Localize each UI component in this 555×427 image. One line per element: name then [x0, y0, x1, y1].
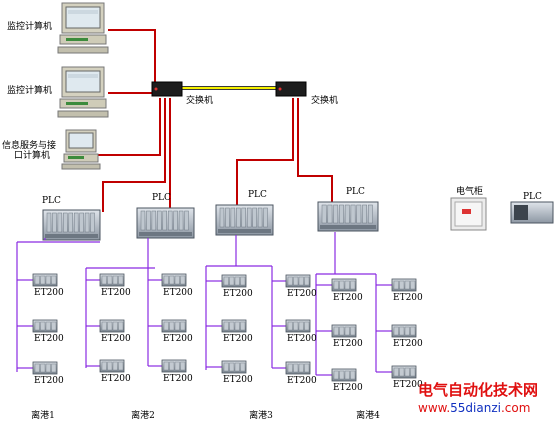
et200-label: ET200	[393, 380, 423, 390]
computer-1-label: 监控计算机	[7, 22, 53, 32]
dynamic-layer	[16, 201, 417, 382]
et200-module[interactable]	[221, 360, 247, 374]
plc-3-label: PLC	[248, 190, 267, 200]
link-pc3-switch1	[98, 98, 161, 156]
link-switch1-plc1	[102, 98, 166, 212]
et200-module[interactable]	[32, 319, 58, 333]
et200-label: ET200	[287, 376, 317, 386]
et200-module[interactable]	[99, 273, 125, 287]
et200-label: ET200	[223, 289, 253, 299]
area-2-label: 离港2	[131, 411, 155, 421]
et200-label: ET200	[333, 293, 363, 303]
link-switch2-plc4	[297, 98, 333, 205]
et200-module[interactable]	[285, 361, 311, 375]
computer-2[interactable]	[57, 66, 109, 118]
et200-module[interactable]	[391, 324, 417, 338]
et200-module[interactable]	[99, 319, 125, 333]
et200-module[interactable]	[161, 359, 187, 373]
watermark-url: www.55dianzi.com	[418, 401, 530, 415]
et200-module[interactable]	[391, 365, 417, 379]
et200-module[interactable]	[161, 319, 187, 333]
area-3-label: 离港3	[249, 411, 273, 421]
et200-label: ET200	[34, 334, 64, 344]
plc-1[interactable]	[42, 209, 101, 241]
watermark-url-prefix: www.	[418, 401, 451, 415]
computer-2-label: 监控计算机	[7, 86, 53, 96]
area-4-label: 离港4	[356, 411, 380, 421]
et200-label: ET200	[34, 376, 64, 386]
et200-label: ET200	[101, 334, 131, 344]
computer-3[interactable]	[61, 129, 101, 170]
plc-2[interactable]	[136, 207, 195, 239]
et200-module[interactable]	[161, 273, 187, 287]
et200-label: ET200	[101, 288, 131, 298]
et200-module[interactable]	[99, 359, 125, 373]
et200-module[interactable]	[32, 361, 58, 375]
et200-label: ET200	[333, 339, 363, 349]
et200-module[interactable]	[285, 274, 311, 288]
watermark-url-domain: 55dianzi	[450, 401, 501, 415]
et200-label: ET200	[333, 383, 363, 393]
plc-2-label: PLC	[152, 193, 171, 203]
switch-2[interactable]	[275, 81, 307, 97]
link-pc1-switch1	[108, 29, 156, 84]
plc-1-label: PLC	[42, 196, 61, 206]
plc-4-label: PLC	[346, 187, 365, 197]
electrical-cabinet[interactable]	[450, 197, 487, 231]
et200-module[interactable]	[331, 278, 357, 292]
et200-label: ET200	[223, 334, 253, 344]
et200-label: ET200	[163, 374, 193, 384]
et200-label: ET200	[34, 288, 64, 298]
profibus-network	[16, 232, 392, 376]
standalone-plc-label: PLC	[523, 192, 542, 202]
et200-label: ET200	[223, 375, 253, 385]
cabinet-label: 电气柜	[456, 187, 484, 197]
et200-label: ET200	[287, 334, 317, 344]
ethernet-links	[98, 29, 333, 212]
standalone-plc[interactable]	[510, 201, 554, 224]
et200-label: ET200	[163, 334, 193, 344]
watermark-title: 电气自动化技术网	[418, 381, 539, 399]
link-switch2-plc3	[236, 98, 294, 210]
switch-1[interactable]	[151, 81, 183, 97]
et200-module[interactable]	[221, 274, 247, 288]
plc-3[interactable]	[215, 204, 274, 236]
watermark-url-suffix: .com	[500, 401, 531, 415]
et200-module[interactable]	[221, 319, 247, 333]
et200-label: ET200	[393, 293, 423, 303]
switch-2-label: 交换机	[311, 96, 339, 106]
switch-1-label: 交换机	[186, 96, 214, 106]
et200-module[interactable]	[32, 273, 58, 287]
computer-3-label-line1: 信息服务与接	[2, 141, 57, 151]
et200-label: ET200	[163, 288, 193, 298]
et200-module[interactable]	[285, 319, 311, 333]
et200-label: ET200	[393, 339, 423, 349]
area-1-label: 离港1	[31, 411, 55, 421]
plc-4[interactable]	[317, 201, 379, 232]
et200-module[interactable]	[391, 278, 417, 292]
et200-module[interactable]	[331, 324, 357, 338]
computer-1[interactable]	[57, 2, 109, 54]
computer-3-label-line2: 口计算机	[14, 151, 51, 161]
et200-label: ET200	[287, 289, 317, 299]
et200-label: ET200	[101, 374, 131, 384]
et200-module[interactable]	[331, 368, 357, 382]
